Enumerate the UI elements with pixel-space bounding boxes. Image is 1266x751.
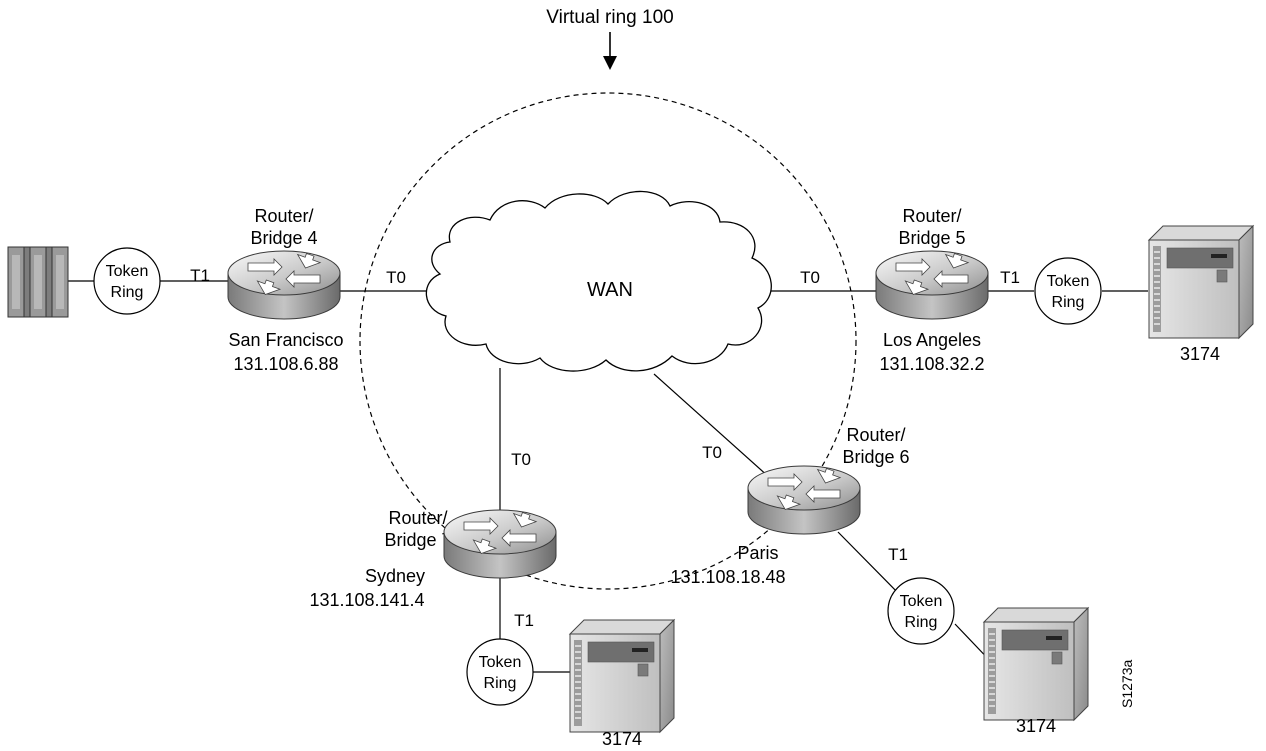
port-la-t0: T0 (800, 268, 820, 287)
token-ring-par: Token Ring (887, 577, 955, 645)
link-par-wan (653, 373, 771, 479)
host-syd-label: 3174 (602, 729, 642, 749)
port-par-t0: T0 (702, 443, 722, 462)
virtual-ring (359, 92, 857, 590)
token-ring-la-line2: Ring (1052, 294, 1085, 311)
router-par (747, 465, 861, 535)
virtual-ring-label: Virtual ring 100 (546, 7, 673, 28)
port-sf-t1: T1 (190, 266, 210, 285)
router-sf-line1: Router/ (254, 206, 313, 226)
host-syd (569, 619, 675, 733)
router-syd-line1: Router/ (388, 508, 447, 528)
port-par-t1: T1 (888, 545, 908, 564)
host-par-label: 3174 (1016, 716, 1056, 736)
router-syd (443, 509, 557, 579)
token-ring-syd-line2: Ring (484, 675, 517, 692)
token-ring-la-line1: Token (1047, 273, 1090, 290)
port-syd-t0: T0 (511, 450, 531, 469)
host-la (1148, 225, 1254, 339)
router-syd-ip: 131.108.141.4 (309, 590, 424, 610)
router-par-city: Paris (737, 543, 778, 563)
token-ring-sf: Token Ring (93, 247, 161, 315)
token-ring-par-line1: Token (900, 593, 943, 610)
router-sf-city: San Francisco (228, 330, 343, 350)
port-sf-t0: T0 (386, 268, 406, 287)
link-par-router-ring (837, 531, 906, 601)
token-ring-syd-line1: Token (479, 654, 522, 671)
router-par-line2: Bridge 6 (842, 447, 909, 467)
tape-library-sf (7, 246, 69, 318)
router-la (875, 250, 989, 320)
router-par-ip: 131.108.18.48 (670, 567, 785, 587)
wan-label: WAN (587, 279, 633, 301)
port-syd-t1: T1 (514, 611, 534, 630)
router-syd-city: Sydney (365, 566, 425, 586)
router-la-line2: Bridge 5 (898, 228, 965, 248)
router-par-line1: Router/ (846, 425, 905, 445)
router-sf (227, 250, 341, 320)
router-la-city: Los Angeles (883, 330, 981, 350)
host-la-label: 3174 (1180, 344, 1220, 364)
token-ring-la: Token Ring (1034, 257, 1102, 325)
router-la-line1: Router/ (902, 206, 961, 226)
token-ring-syd: Token Ring (466, 638, 534, 706)
virtual-ring-arrow (603, 32, 617, 70)
wan-cloud: WAN (425, 190, 772, 372)
figure-id: S1273a (1119, 660, 1135, 708)
router-syd-line2: Bridge 7 (384, 530, 451, 550)
port-la-t1: T1 (1000, 268, 1020, 287)
token-ring-sf-line2: Ring (111, 284, 144, 301)
router-la-ip: 131.108.32.2 (879, 354, 984, 374)
host-par (983, 607, 1089, 721)
router-sf-line2: Bridge 4 (250, 228, 317, 248)
router-sf-ip: 131.108.6.88 (233, 354, 338, 374)
token-ring-sf-line1: Token (106, 263, 149, 280)
token-ring-par-line2: Ring (905, 614, 938, 631)
